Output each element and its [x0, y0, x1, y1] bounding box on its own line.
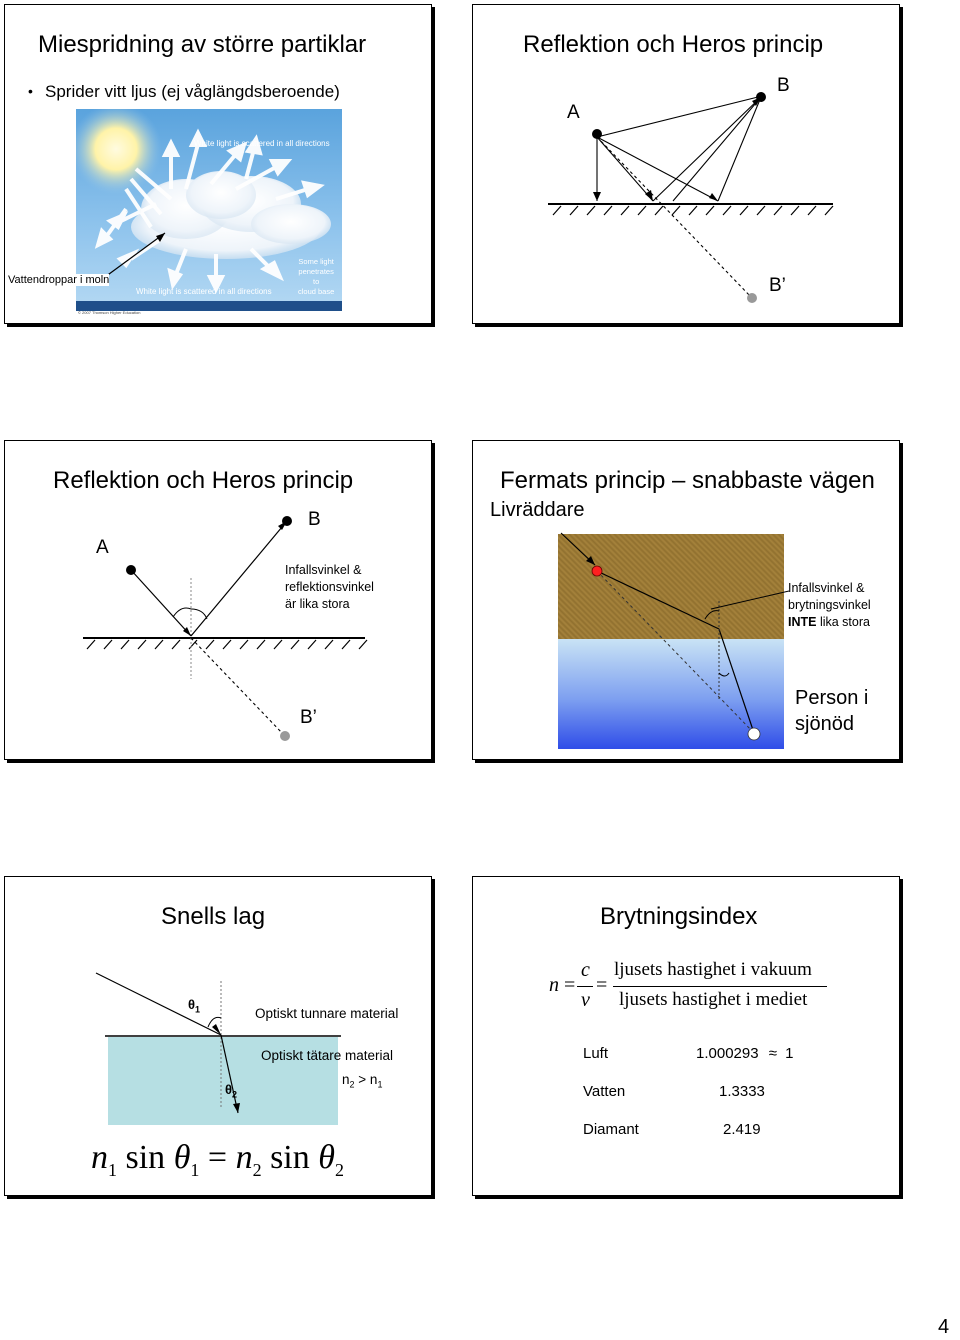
slide-mie-scattering: Miespridning av större partiklar • Sprid… [4, 4, 432, 324]
bullet-dot: • [28, 83, 33, 99]
formula-v: v [581, 989, 590, 1011]
slide-title: Reflektion och Heros princip [523, 31, 824, 58]
refraction-note: Infallsvinkel & brytningsvinkel INTE lik… [788, 581, 871, 629]
cloud-scattering-image: White light is scattered in all directio… [76, 109, 342, 311]
reflection-diagram [548, 92, 834, 303]
row-vatten-value: 1.3333 [719, 1083, 765, 1100]
label-denser-material: Optiskt tätare material [261, 1048, 394, 1063]
fermat-diagram [560, 532, 790, 741]
theta-1-label: θ1 [188, 997, 201, 1015]
formula-denominator: ljusets hastighet i mediet [619, 989, 808, 1010]
snell-diagram [95, 972, 341, 1114]
condition-n2-gt-n1: n2 > n1 [342, 1072, 383, 1090]
dense-material [108, 1037, 338, 1125]
angle-note: Infallsvinkel & reflektionsvinkel är lik… [285, 563, 374, 611]
reflection-angle-diagram [83, 516, 368, 741]
row-diamant-value: 2.419 [723, 1121, 761, 1138]
fraction-bar-1 [577, 986, 593, 987]
label-b: B [308, 509, 321, 530]
row-diamant-name: Diamant [583, 1121, 639, 1138]
bullet-text: Sprider vitt ljus (ej våglängdsberoende) [45, 82, 340, 101]
row-luft-name: Luft [583, 1045, 609, 1062]
label-b-image: B’ [769, 275, 786, 296]
image-caption-bottom: White light is scattered in all directio… [136, 287, 272, 296]
label-person: Person i sjönöd [795, 687, 869, 735]
cloud-illustration [76, 109, 342, 311]
image-credit: © 2007 Thomson Higher Education [78, 310, 141, 315]
formula-numerator: ljusets hastighet i vakuum [614, 959, 812, 980]
slide-reflection-1: Reflektion och Heros princip [472, 4, 900, 324]
slide-fermat: Fermats princip – snabbaste vägen Livräd… [472, 440, 900, 760]
label-a: A [96, 537, 109, 558]
formula-c: c [581, 959, 590, 981]
formula-n-eq: n = [549, 974, 576, 996]
label-a: A [567, 102, 580, 123]
slide-reflection-2: Reflektion och Heros princip A B B’ Infa… [4, 440, 432, 760]
formula-eq-2: = [596, 974, 608, 996]
sand-area [558, 534, 784, 639]
note-inte: INTE [788, 615, 817, 629]
slide-title: Fermats princip – snabbaste vägen [500, 467, 875, 494]
fraction-bar-2 [613, 986, 827, 987]
slide-refractive-index: Brytningsindex n = c v = ljusets hastigh… [472, 876, 900, 1196]
label-water-droplets: Vattendroppar i moln [8, 274, 110, 286]
slide-title: Brytningsindex [600, 903, 758, 930]
slide-title: Miespridning av större partiklar [38, 31, 367, 58]
label-thinner-material: Optiskt tunnare material [255, 1006, 399, 1021]
slide-title: Reflektion och Heros princip [53, 467, 354, 494]
slide-title: Snells lag [161, 903, 266, 930]
snell-formula: n1 sin θ1 = n2 sin θ2 [91, 1139, 344, 1180]
label-rescuer: Livräddare [490, 499, 585, 521]
label-b-image: B’ [300, 707, 317, 728]
row-vatten-name: Vatten [583, 1083, 626, 1100]
page-number: 4 [938, 1316, 950, 1338]
water-area [558, 639, 784, 749]
image-side-note: Some light penetrates to cloud base [298, 257, 335, 296]
label-b: B [777, 75, 790, 96]
theta-2-label: θ2 [225, 1082, 238, 1100]
slide-snell: Snells lag θ1 θ2 Optiskt tunnare materia… [4, 876, 432, 1196]
row-luft-value: 1.000293 ≈ 1 [696, 1045, 794, 1062]
image-caption-top: White light is scattered in all directio… [194, 139, 330, 148]
